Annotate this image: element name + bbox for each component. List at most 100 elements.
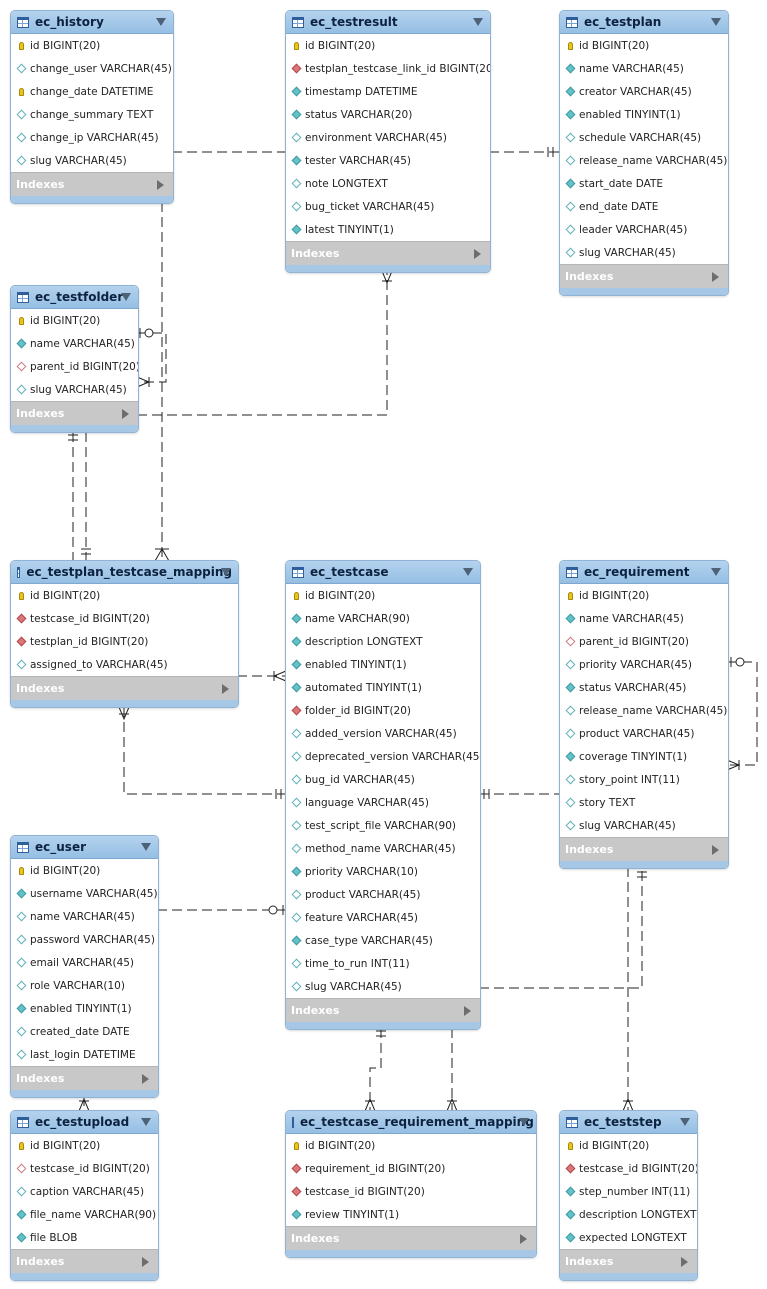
column-row[interactable]: note LONGTEXT <box>286 172 490 195</box>
column-row[interactable]: enabled TINYINT(1) <box>286 653 480 676</box>
column-row[interactable]: folder_id BIGINT(20) <box>286 699 480 722</box>
table-header[interactable]: ec_user <box>11 836 158 859</box>
table-header[interactable]: ec_testupload <box>11 1111 158 1134</box>
collapse-arrow-icon[interactable] <box>680 1118 690 1126</box>
column-row[interactable]: priority VARCHAR(10) <box>286 860 480 883</box>
column-row[interactable]: case_type VARCHAR(45) <box>286 929 480 952</box>
column-row[interactable]: creator VARCHAR(45) <box>560 80 728 103</box>
column-row[interactable]: slug VARCHAR(45) <box>560 814 728 837</box>
column-row[interactable]: feature VARCHAR(45) <box>286 906 480 929</box>
column-row[interactable]: product VARCHAR(45) <box>286 883 480 906</box>
column-row[interactable]: id BIGINT(20) <box>11 309 138 332</box>
column-row[interactable]: id BIGINT(20) <box>11 1134 158 1157</box>
collapse-arrow-icon[interactable] <box>141 1118 151 1126</box>
expand-arrow-icon[interactable] <box>122 409 129 419</box>
column-row[interactable]: testcase_id BIGINT(20) <box>286 1180 536 1203</box>
column-row[interactable]: id BIGINT(20) <box>11 34 173 57</box>
column-row[interactable]: status VARCHAR(20) <box>286 103 490 126</box>
table-header[interactable]: ec_testfolder <box>11 286 138 309</box>
column-row[interactable]: testcase_id BIGINT(20) <box>11 607 238 630</box>
column-row[interactable]: id BIGINT(20) <box>286 584 480 607</box>
column-row[interactable]: review TINYINT(1) <box>286 1203 536 1226</box>
column-row[interactable]: testcase_id BIGINT(20) <box>11 1157 158 1180</box>
column-row[interactable]: method_name VARCHAR(45) <box>286 837 480 860</box>
column-row[interactable]: slug VARCHAR(45) <box>560 241 728 264</box>
column-row[interactable]: created_date DATE <box>11 1020 158 1043</box>
column-row[interactable]: id BIGINT(20) <box>286 1134 536 1157</box>
indexes-section[interactable]: Indexes <box>11 1066 158 1090</box>
column-row[interactable]: name VARCHAR(45) <box>560 57 728 80</box>
table-header[interactable]: ec_requirement <box>560 561 728 584</box>
collapse-arrow-icon[interactable] <box>141 843 151 851</box>
collapse-arrow-icon[interactable] <box>121 293 131 301</box>
indexes-section[interactable]: Indexes <box>11 676 238 700</box>
column-row[interactable]: last_login DATETIME <box>11 1043 158 1066</box>
column-row[interactable]: email VARCHAR(45) <box>11 951 158 974</box>
column-row[interactable]: deprecated_version VARCHAR(45) <box>286 745 480 768</box>
column-row[interactable]: slug VARCHAR(45) <box>11 378 138 401</box>
indexes-section[interactable]: Indexes <box>286 241 490 265</box>
column-row[interactable]: priority VARCHAR(45) <box>560 653 728 676</box>
table-header[interactable]: ec_teststep <box>560 1111 697 1134</box>
expand-arrow-icon[interactable] <box>157 180 164 190</box>
column-row[interactable]: release_name VARCHAR(45) <box>560 699 728 722</box>
column-row[interactable]: testplan_testcase_link_id BIGINT(20) <box>286 57 490 80</box>
collapse-arrow-icon[interactable] <box>711 568 721 576</box>
table-header[interactable]: ec_testcase <box>286 561 480 584</box>
column-row[interactable]: latest TINYINT(1) <box>286 218 490 241</box>
column-row[interactable]: story TEXT <box>560 791 728 814</box>
column-row[interactable]: status VARCHAR(45) <box>560 676 728 699</box>
expand-arrow-icon[interactable] <box>681 1257 688 1267</box>
column-row[interactable]: automated TINYINT(1) <box>286 676 480 699</box>
column-row[interactable]: added_version VARCHAR(45) <box>286 722 480 745</box>
column-row[interactable]: coverage TINYINT(1) <box>560 745 728 768</box>
column-row[interactable]: id BIGINT(20) <box>11 584 238 607</box>
column-row[interactable]: username VARCHAR(45) <box>11 882 158 905</box>
column-row[interactable]: id BIGINT(20) <box>11 859 158 882</box>
expand-arrow-icon[interactable] <box>474 249 481 259</box>
column-row[interactable]: description LONGTEXT <box>560 1203 697 1226</box>
expand-arrow-icon[interactable] <box>712 845 719 855</box>
column-row[interactable]: language VARCHAR(45) <box>286 791 480 814</box>
column-row[interactable]: file_name VARCHAR(90) <box>11 1203 158 1226</box>
column-row[interactable]: tester VARCHAR(45) <box>286 149 490 172</box>
table-header[interactable]: ec_testresult <box>286 11 490 34</box>
expand-arrow-icon[interactable] <box>222 684 229 694</box>
table-header[interactable]: ec_testplan <box>560 11 728 34</box>
column-row[interactable]: change_date DATETIME <box>11 80 173 103</box>
column-row[interactable]: product VARCHAR(45) <box>560 722 728 745</box>
indexes-section[interactable]: Indexes <box>11 172 173 196</box>
column-row[interactable]: enabled TINYINT(1) <box>11 997 158 1020</box>
column-row[interactable]: parent_id BIGINT(20) <box>11 355 138 378</box>
indexes-section[interactable]: Indexes <box>286 1226 536 1250</box>
column-row[interactable]: id BIGINT(20) <box>286 34 490 57</box>
table-header[interactable]: ec_testcase_requirement_mapping <box>286 1111 536 1134</box>
column-row[interactable]: name VARCHAR(45) <box>560 607 728 630</box>
column-row[interactable]: time_to_run INT(11) <box>286 952 480 975</box>
collapse-arrow-icon[interactable] <box>473 18 483 26</box>
column-row[interactable]: change_ip VARCHAR(45) <box>11 126 173 149</box>
column-row[interactable]: enabled TINYINT(1) <box>560 103 728 126</box>
column-row[interactable]: expected LONGTEXT <box>560 1226 697 1249</box>
column-row[interactable]: requirement_id BIGINT(20) <box>286 1157 536 1180</box>
column-row[interactable]: end_date DATE <box>560 195 728 218</box>
column-row[interactable]: id BIGINT(20) <box>560 584 728 607</box>
indexes-section[interactable]: Indexes <box>560 264 728 288</box>
column-row[interactable]: id BIGINT(20) <box>560 1134 697 1157</box>
column-row[interactable]: caption VARCHAR(45) <box>11 1180 158 1203</box>
column-row[interactable]: name VARCHAR(45) <box>11 905 158 928</box>
expand-arrow-icon[interactable] <box>142 1257 149 1267</box>
column-row[interactable]: start_date DATE <box>560 172 728 195</box>
column-row[interactable]: timestamp DATETIME <box>286 80 490 103</box>
column-row[interactable]: description LONGTEXT <box>286 630 480 653</box>
expand-arrow-icon[interactable] <box>712 272 719 282</box>
expand-arrow-icon[interactable] <box>520 1234 527 1244</box>
column-row[interactable]: name VARCHAR(90) <box>286 607 480 630</box>
column-row[interactable]: release_name VARCHAR(45) <box>560 149 728 172</box>
